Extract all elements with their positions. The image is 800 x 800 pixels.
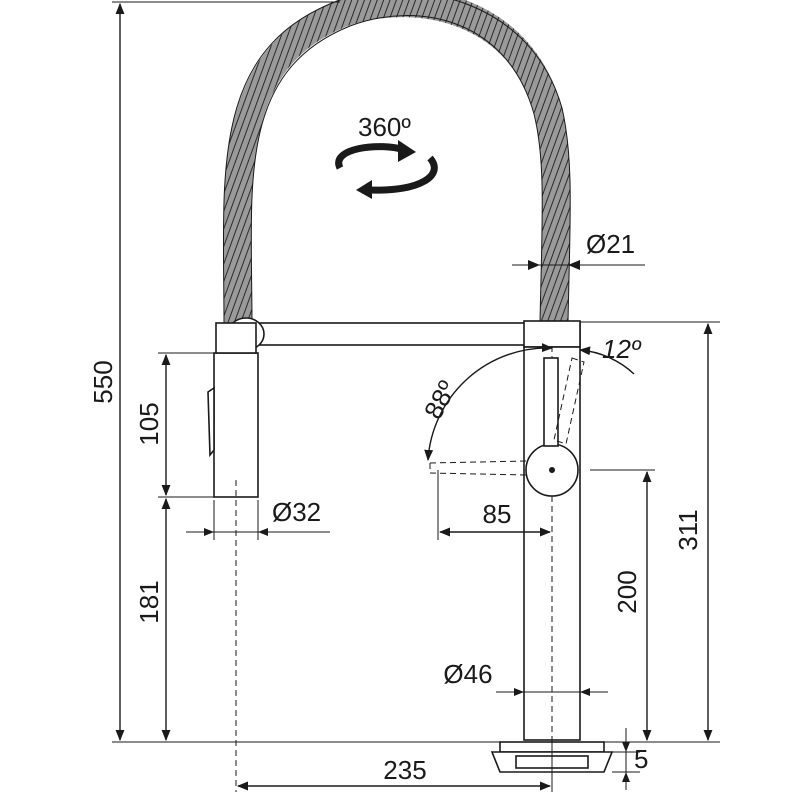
dim-arrow-5-top — [622, 742, 630, 752]
label-235: 235 — [383, 755, 426, 785]
label-181: 181 — [134, 580, 164, 623]
handshower-collar — [215, 322, 257, 354]
rotation-arrowhead-bottom — [356, 180, 372, 199]
lever-handle-rotated — [429, 460, 527, 476]
arm-clip — [523, 320, 581, 348]
label-12: 12º — [602, 334, 642, 364]
dim-arrow-46-right — [580, 688, 590, 696]
label-105: 105 — [134, 402, 164, 445]
label-88: 88º — [418, 375, 463, 423]
label-311: 311 — [673, 509, 703, 550]
dim-arrow-21-right — [568, 260, 580, 270]
spring-hose-outline-outer — [222, 0, 571, 326]
lever-handle — [543, 357, 559, 447]
label-32: Ø32 — [272, 497, 321, 527]
lever-angle-arc — [424, 343, 554, 462]
lever-tilt-arc — [578, 346, 635, 375]
rotation-arrowhead-top — [398, 140, 416, 162]
dim-arrow-5-bottom — [622, 772, 630, 782]
rotation-icon — [335, 143, 438, 194]
spring-hose — [223, 0, 571, 326]
label-5: 5 — [634, 744, 648, 774]
dim-arrow-32-right — [258, 528, 268, 536]
label-46: Ø46 — [443, 659, 492, 689]
label-550: 550 — [88, 360, 118, 403]
handshower-button — [207, 386, 215, 458]
dim-arrow-21-left — [528, 260, 540, 270]
lever-hub-center — [549, 467, 555, 473]
label-21: Ø21 — [586, 229, 635, 259]
spring-hose-outline-inner — [250, 15, 543, 326]
label-200: 200 — [612, 570, 642, 613]
handshower — [213, 352, 259, 498]
label-360: 360º — [358, 112, 411, 142]
label-85: 85 — [483, 499, 512, 529]
dim-arrow-46-left — [514, 688, 524, 696]
dim-arrow-32-left — [204, 528, 214, 536]
